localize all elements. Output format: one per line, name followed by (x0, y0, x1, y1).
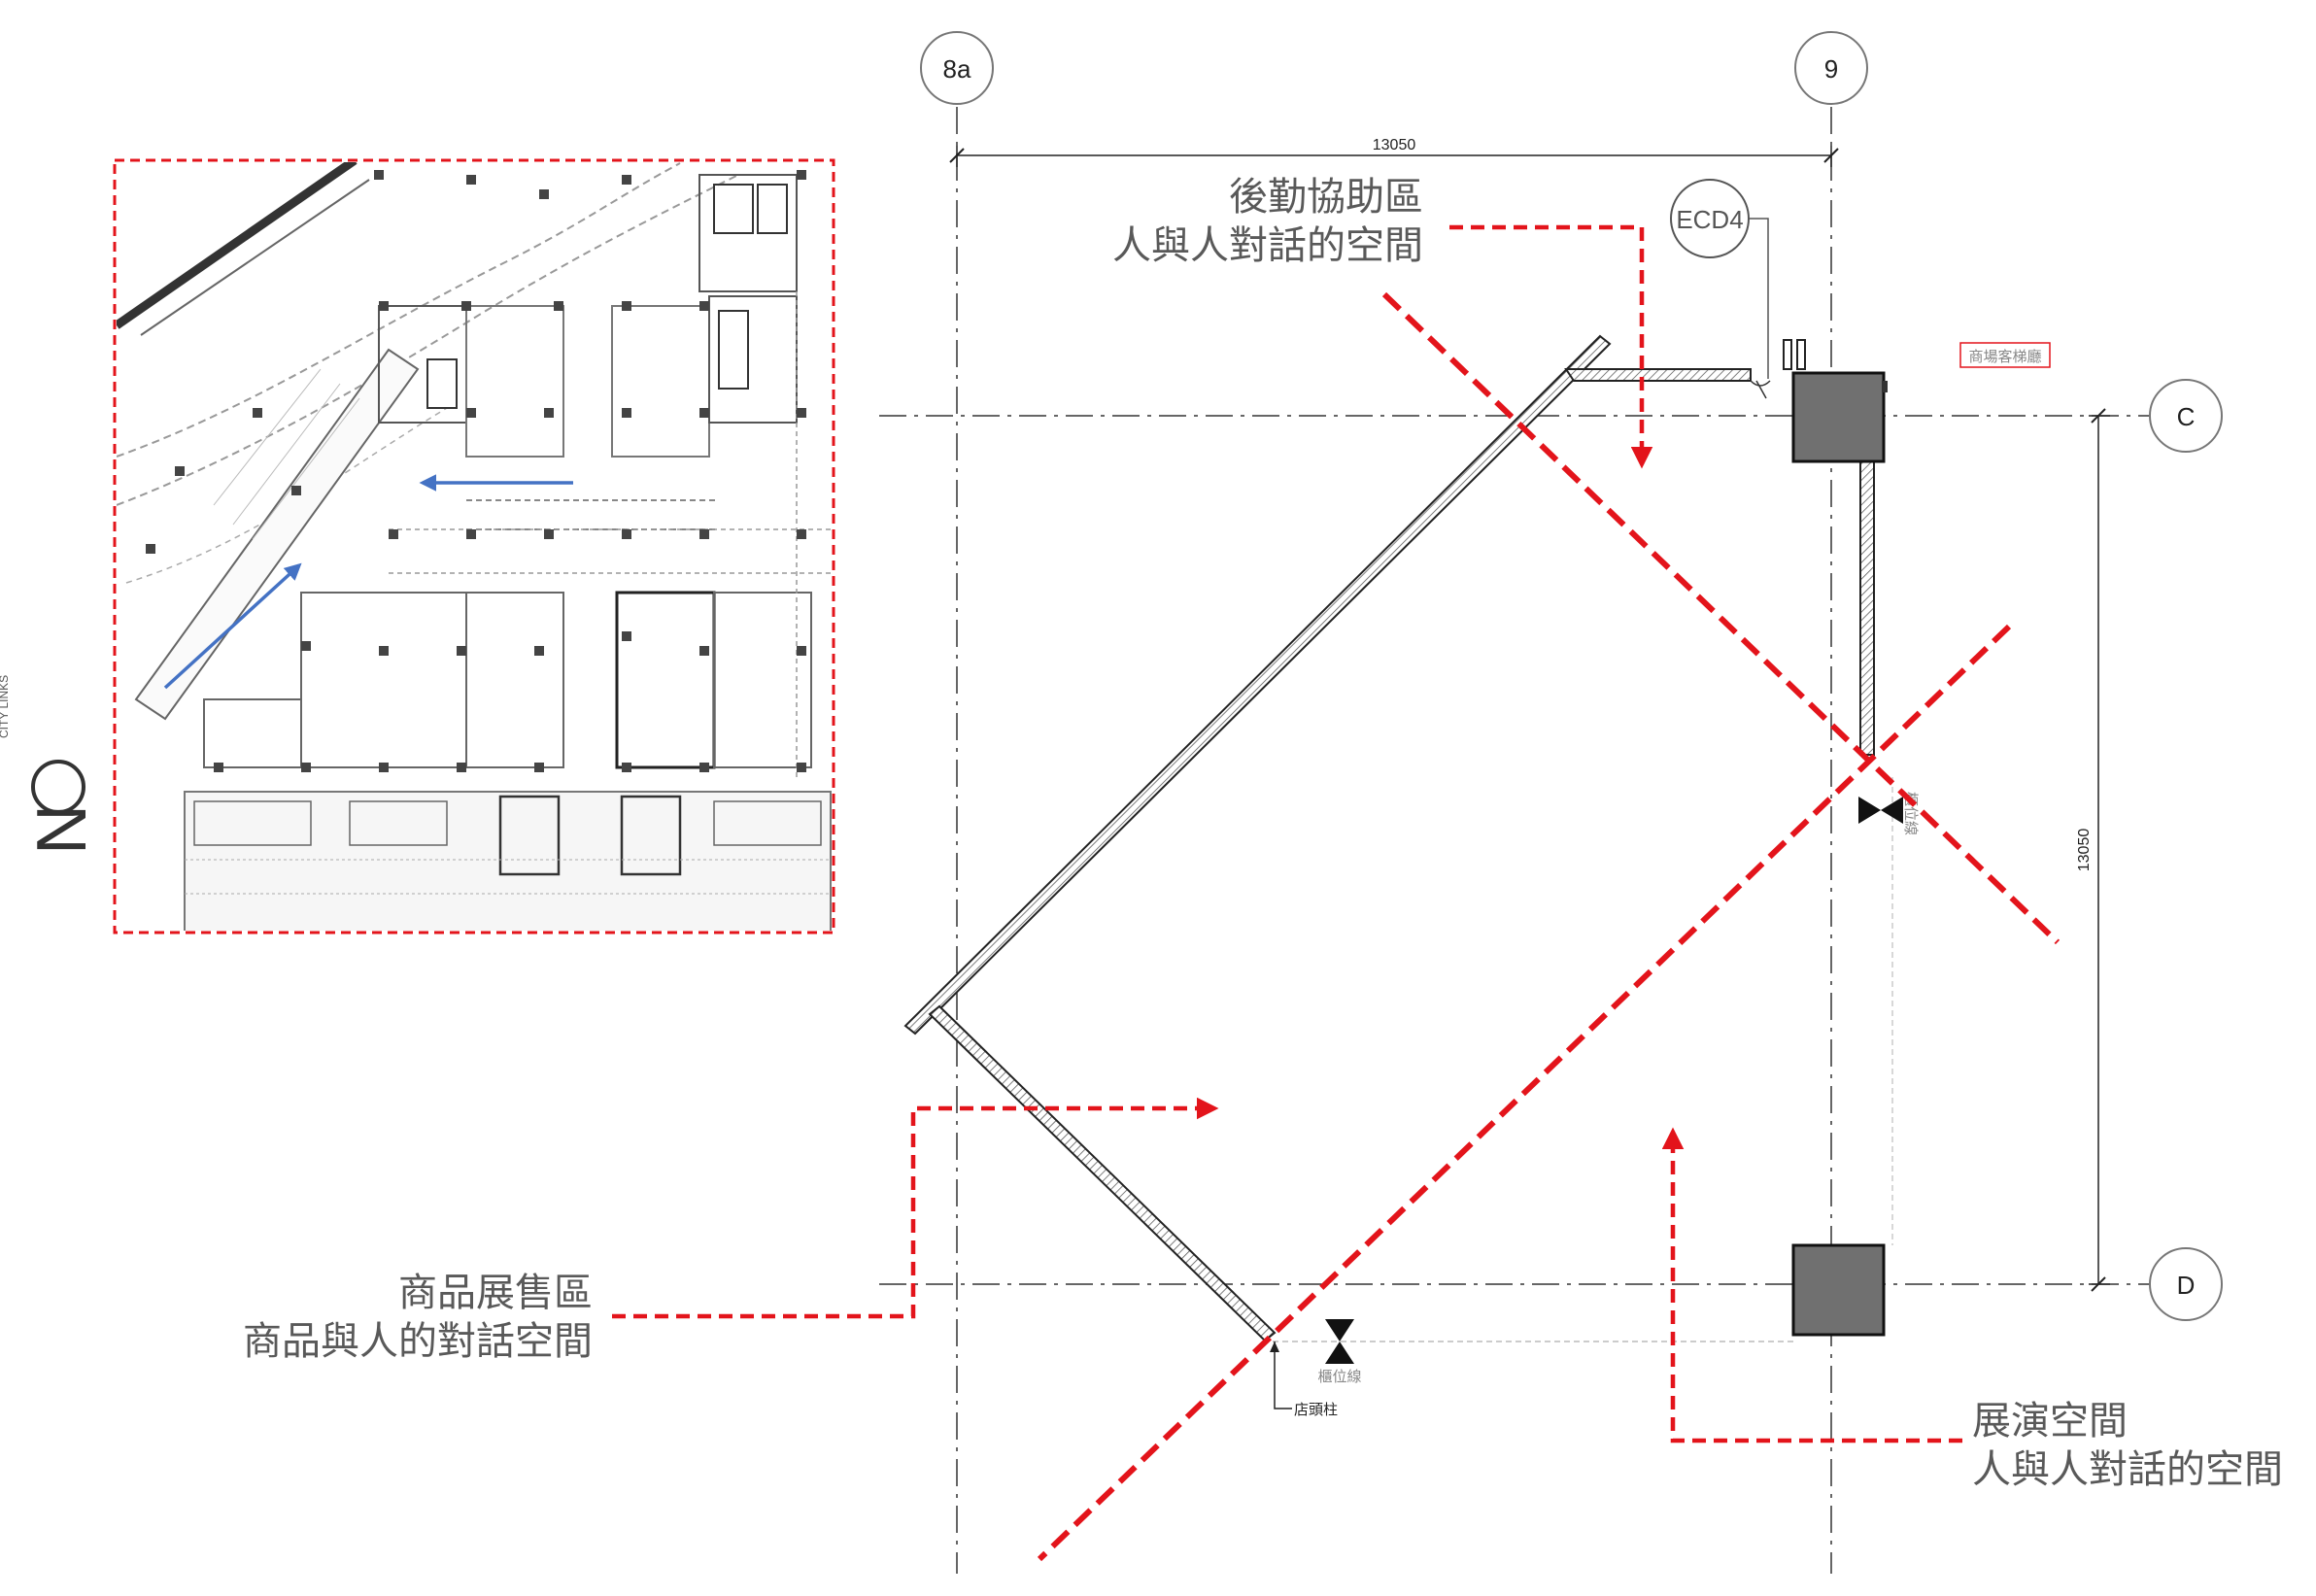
grid-bubble-9: 9 (1794, 31, 1868, 105)
backstage-subtitle: 人與人對話的空間 (1112, 223, 1423, 268)
north-symbol: N CITY LINKS (0, 675, 101, 855)
top-wall (1564, 368, 1752, 382)
inset-side-label: CITY LINKS (0, 675, 11, 738)
storefront-column-tag: 店頭柱 (1270, 1341, 1338, 1418)
dimension-horizontal: 13050 (949, 137, 1839, 167)
flow-arrow-diagonal (163, 562, 302, 690)
performance-subtitle: 人與人對話的空間 (1972, 1447, 2283, 1492)
grid-bubble-c: C (2149, 379, 2223, 453)
diagonal-wall-lower (928, 1004, 1277, 1342)
display-sales-title: 商品展售區 (398, 1271, 593, 1315)
column-c9 (1791, 371, 1886, 463)
display-sales-subtitle: 商品與人的對話空間 (243, 1319, 593, 1364)
dimension-vertical: 13050 (2076, 408, 2110, 1292)
svg-text:D: D (2177, 1271, 2196, 1300)
performance-title: 展演空間 (1972, 1399, 2128, 1443)
zone-divider-2 (1037, 624, 2012, 1562)
svg-text:9: 9 (1824, 54, 1838, 84)
performance-leader (1661, 1127, 1962, 1443)
dimension-horizontal-value: 13050 (1373, 137, 1416, 153)
storefront-column-label: 店頭柱 (1294, 1401, 1338, 1418)
grid-bubble-d: D (2149, 1247, 2223, 1321)
diagonal-wall-main (903, 334, 1612, 1036)
right-wall (1859, 451, 1875, 756)
svg-text:C: C (2177, 402, 2196, 431)
elevator-hall-label: 商場客梯廳 (1968, 348, 2041, 365)
column-d9 (1791, 1243, 1886, 1337)
grid-bubble-8a: 8a (920, 31, 994, 105)
backstage-title: 後勤協助區 (1229, 175, 1423, 220)
elevator-hall-tag: 商場客梯廳 (1959, 342, 2051, 368)
zone-label-display-sales: 商品展售區 商品與人的對話空間 (146, 1269, 593, 1366)
shop-walls (903, 334, 1875, 1342)
counter-line-symbol: 櫃位線 (1317, 1319, 1362, 1385)
display-leader (612, 1097, 1219, 1319)
grid-lines (879, 107, 2152, 1574)
zone-divider-1 (1381, 291, 2061, 945)
counter-line-label: 櫃位線 (1317, 1368, 1361, 1385)
ecd4-label: ECD4 (1676, 205, 1743, 234)
key-plan-inset (113, 158, 835, 934)
zone-leaders (612, 224, 1962, 1443)
backstage-leader (1449, 224, 1653, 469)
zone-label-backstage: 後勤協助區 人與人對話的空間 (1030, 173, 1423, 270)
svg-text:8a: 8a (943, 54, 971, 84)
zone-label-performance: 展演空間 人與人對話的空間 (1972, 1397, 2302, 1494)
zone-dividers (1037, 291, 2061, 1562)
ecd4-tag: ECD4 (1670, 179, 1769, 379)
dimension-vertical-value: 13050 (2076, 829, 2093, 872)
